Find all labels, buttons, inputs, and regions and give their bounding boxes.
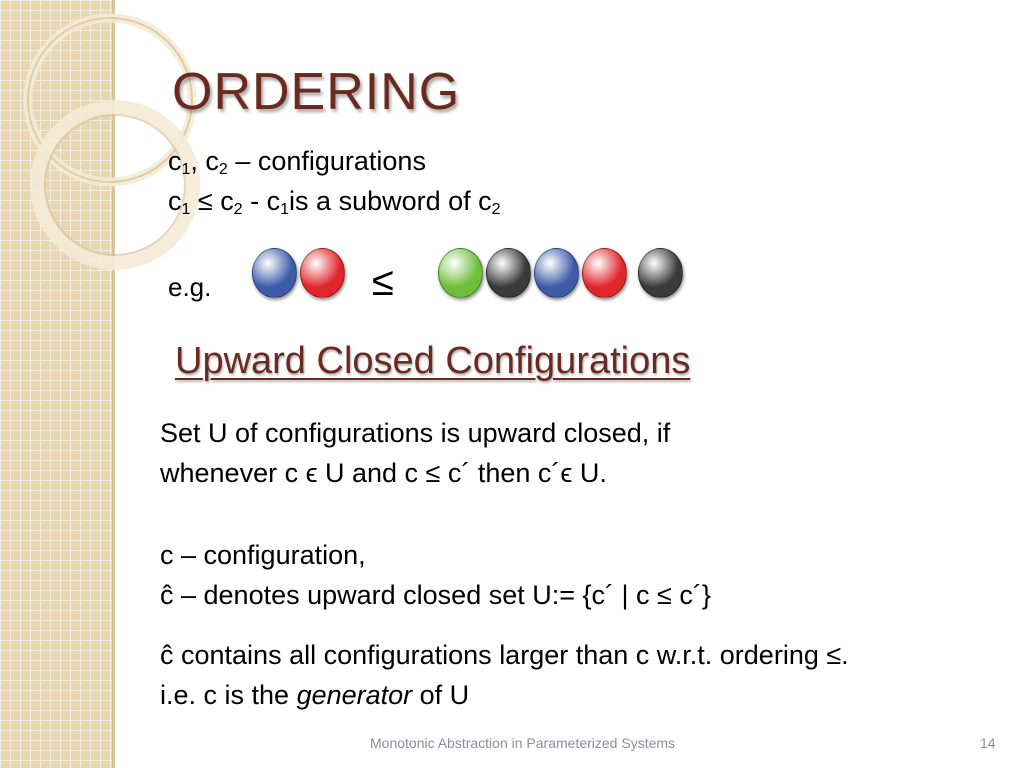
ball-blue (534, 248, 579, 298)
body-line: ĉ – denotes upward closed set U:= {c´ | … (160, 580, 711, 610)
page-number: 14 (980, 735, 996, 751)
ordering-symbol: ≤ (372, 260, 394, 304)
slide-footer: Monotonic Abstraction in Parameterized S… (370, 735, 676, 751)
body-line: ĉ contains all configurations larger tha… (160, 640, 849, 670)
body-line: whenever c ϵ U and c ≤ c´ then c´ϵ U. (160, 458, 607, 488)
subword-definition: c1 ≤ c2 - c1is a subword of c2 (168, 186, 501, 218)
configurations-definition: c1, c2 – configurations (168, 146, 426, 178)
example-label: e.g. (168, 272, 212, 302)
ball-black (486, 248, 531, 298)
body-line: c – configuration, (160, 540, 366, 570)
ball-red (582, 248, 627, 298)
decorative-sidebar (0, 0, 112, 768)
ball-blue (252, 248, 297, 298)
section-heading: Upward Closed Configurations (175, 340, 691, 382)
ball-red (300, 248, 345, 298)
ball-green (438, 248, 483, 298)
body-line: i.e. c is the generator of U (160, 680, 470, 710)
slide-title: ORDERING (172, 63, 461, 121)
sidebar-edge (112, 0, 115, 768)
body-line: Set U of configurations is upward closed… (160, 418, 671, 448)
ball-black (638, 248, 683, 298)
